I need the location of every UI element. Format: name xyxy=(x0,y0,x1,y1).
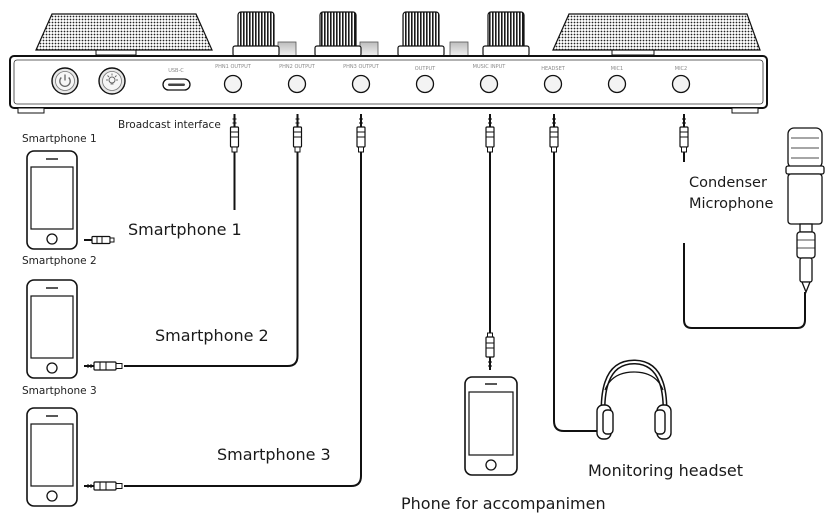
plug-phn3 xyxy=(356,114,366,153)
jack-music-input[interactable]: MUSIC INPUT xyxy=(473,64,507,94)
power-button[interactable] xyxy=(51,67,79,95)
plug-phone3 xyxy=(84,481,123,491)
smartphone-1-icon xyxy=(26,150,78,250)
right-speaker-grille xyxy=(552,13,761,56)
accompaniment-phone-icon xyxy=(464,376,518,476)
knob-2[interactable] xyxy=(314,11,362,57)
smartphone-2-caption: Smartphone 2 xyxy=(22,255,97,267)
plug-headset xyxy=(549,114,559,153)
plug-phn1 xyxy=(229,114,240,153)
plug-phone1-loose xyxy=(84,235,115,245)
headphones-icon xyxy=(596,359,672,440)
condenser-microphone-label: Condenser Microphone xyxy=(689,173,773,215)
jack-headset[interactable]: HEADSET xyxy=(541,66,566,94)
jack-phn1-output[interactable]: PHN1 OUTPUT xyxy=(215,64,252,94)
jack-label: PHN2 OUTPUT xyxy=(279,64,316,70)
jack-mic2[interactable]: MIC2 xyxy=(671,66,691,94)
jack-label: MUSIC INPUT xyxy=(473,64,507,70)
jack-mic1[interactable]: MIC1 xyxy=(607,66,627,94)
cable-headset xyxy=(553,152,601,432)
usb-c-label: USB-C xyxy=(168,68,184,74)
jack-phn2-output[interactable]: PHN2 OUTPUT xyxy=(279,64,316,94)
plug-phn2 xyxy=(292,114,303,153)
smartphone-2-icon xyxy=(26,279,78,379)
cable-smartphone-2 xyxy=(124,152,299,367)
plugs xyxy=(84,114,689,491)
cable-3-label: Smartphone 3 xyxy=(217,445,331,464)
plug-phone2 xyxy=(84,361,123,371)
broadcast-interface-label: Broadcast interface xyxy=(118,119,221,131)
cable-microphone xyxy=(683,243,806,329)
usb-c-port[interactable]: USB-C xyxy=(162,68,191,91)
smartphone-3-caption: Smartphone 3 xyxy=(22,385,97,397)
light-button[interactable] xyxy=(98,67,126,95)
cable-1-label: Smartphone 1 xyxy=(128,220,242,239)
condenser-line-2: Microphone xyxy=(689,196,774,213)
condenser-line-1: Condenser xyxy=(689,175,767,191)
jack-label: PHN1 OUTPUT xyxy=(215,64,252,70)
cables xyxy=(124,152,806,487)
jack-label: OUTPUT xyxy=(415,66,436,72)
jack-label: MIC2 xyxy=(675,66,687,72)
knob-4[interactable] xyxy=(482,11,530,57)
left-speaker-grille xyxy=(35,13,213,56)
knob-3[interactable] xyxy=(397,11,445,57)
jack-output[interactable]: OUTPUT xyxy=(415,66,436,94)
cable-smartphone-3 xyxy=(124,152,362,487)
light-icon xyxy=(106,73,118,85)
jack-label: HEADSET xyxy=(541,66,566,72)
jack-label: MIC1 xyxy=(611,66,623,72)
mixer-device: USB-C PHN1 OUTPUT PHN2 OUTPUT PHN3 OUTPU… xyxy=(9,11,768,114)
monitoring-headset-label: Monitoring headset xyxy=(588,461,744,480)
condenser-microphone-icon xyxy=(785,127,825,294)
cable-2-label: Smartphone 2 xyxy=(155,326,269,345)
mixer-body xyxy=(9,55,768,114)
plug-music-input xyxy=(485,114,495,153)
plug-mic2 xyxy=(679,114,689,162)
smartphone-3-icon xyxy=(26,407,78,507)
plug-accompaniment-phone xyxy=(485,332,495,370)
knob-1[interactable] xyxy=(232,11,280,57)
smartphone-1-caption: Smartphone 1 xyxy=(22,133,97,145)
phone-accompaniment-label: Phone for accompanimen xyxy=(401,494,606,513)
jack-label: PHN3 OUTPUT xyxy=(343,64,380,70)
jack-phn3-output[interactable]: PHN3 OUTPUT xyxy=(343,64,380,94)
power-icon xyxy=(59,74,71,87)
